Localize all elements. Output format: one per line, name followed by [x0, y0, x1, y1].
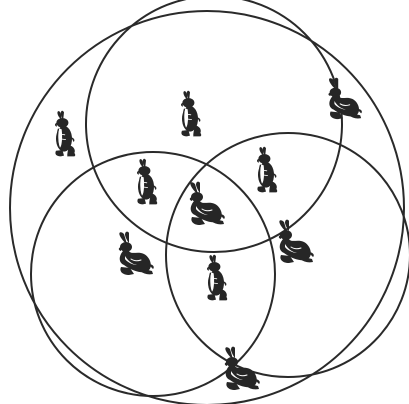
crouching-rabbit-icon	[328, 78, 361, 119]
crouching-rabbit-icon	[279, 220, 314, 263]
sitting-upright-rabbit-icon	[55, 111, 75, 157]
rabbit-figures	[55, 78, 362, 390]
crouching-rabbit-icon	[119, 232, 154, 275]
sitting-upright-rabbit-icon	[257, 147, 277, 193]
crouching-rabbit-icon	[225, 347, 260, 390]
crouching-rabbit-icon	[190, 182, 225, 225]
sitting-upright-rabbit-icon	[181, 91, 201, 137]
sitting-upright-rabbit-icon	[137, 159, 157, 205]
sitting-upright-rabbit-icon	[207, 255, 227, 301]
